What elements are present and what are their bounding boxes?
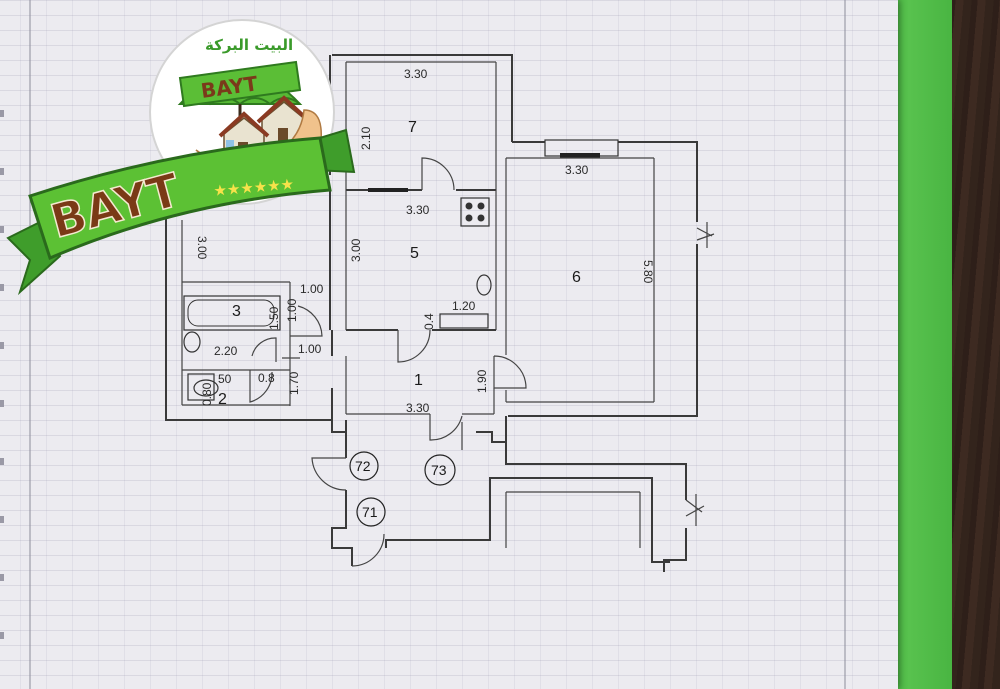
dim-0-4: 0.4 [422,313,436,330]
circled-71-label: 71 [362,504,378,520]
dim-3-00-room5: 3.00 [349,238,363,262]
dim-2-20: 2.20 [214,344,238,358]
circled-73: 73 [424,454,456,486]
logo-small-banner [178,60,302,108]
dim-2-10: 2.10 [359,126,373,150]
dim-1-70: 1.70 [287,371,301,395]
room-label-2: 2 [218,391,227,408]
bath-block-walls [165,210,333,421]
circled-71: 71 [356,497,386,527]
room-label-3: 3 [232,303,241,320]
room-label-1: 1 [414,372,423,389]
room-6-walls [505,139,715,417]
dim-3-30-room6: 3.30 [565,163,589,177]
room-5-walls [329,190,497,363]
dim-1-50: 1.50 [267,306,281,330]
binder-holes [0,110,4,639]
dim-1-00-c: 1.00 [298,342,322,356]
dim-1-90: 1.90 [475,369,489,393]
logo-arabic-text: البيت البركة [205,36,293,54]
room-label-7: 7 [408,119,417,136]
circled-72-label: 72 [355,458,371,474]
lower-hall-walls [311,432,705,572]
dim-1-00-a: 1.00 [300,282,324,296]
bayt-logo: البيت البركة BAYT BAYT ★★★★★★ [6,19,356,296]
room-label-6: 6 [572,269,581,286]
dim-5-80: 5.80 [641,260,655,284]
dim-50: 50 [218,372,232,386]
circled-73-label: 73 [431,462,447,478]
dim-3-00-left: 3.00 [195,236,209,260]
logo-ribbon [28,136,332,261]
dim-3-30-room5: 3.30 [406,203,430,217]
dim-1-00-b: 1.00 [285,298,299,322]
dim-0-8: 0.8 [258,371,275,385]
room-1-walls [331,330,527,450]
room-label-5: 5 [410,245,419,262]
dim-3-30-bottom: 3.30 [406,401,430,415]
dim-3-30-room7: 3.30 [404,67,428,81]
dim-1-20: 1.20 [452,299,476,313]
dim-0-80: 0.80 [200,382,214,406]
circled-72: 72 [349,451,379,481]
